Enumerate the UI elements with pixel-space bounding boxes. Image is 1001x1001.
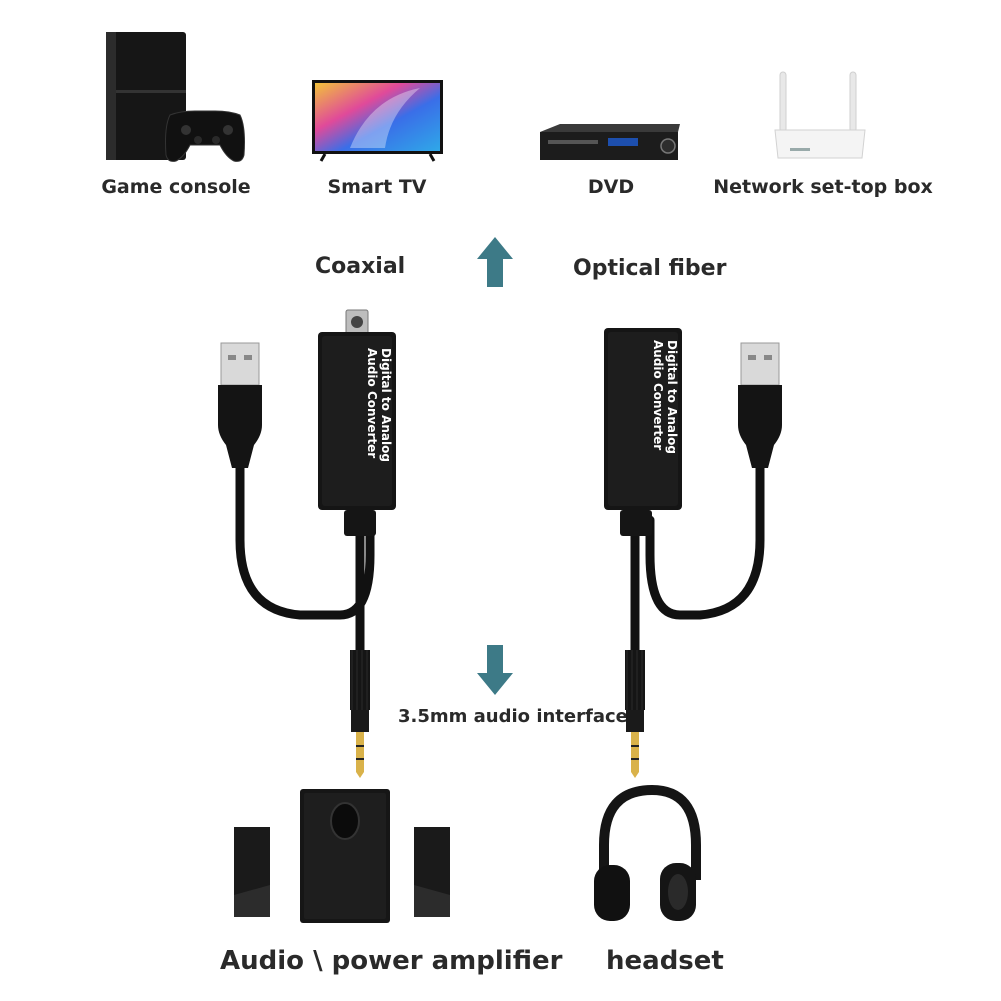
headphones-icon [594,784,701,921]
optical-converter-line2: Audio Converter [651,340,665,450]
device-label-network-set-top-box: Network set-top box [713,176,933,198]
coaxial-converter-line2: Audio Converter [365,348,379,458]
device-label-game-console: Game console [101,176,251,198]
optical-converter-cables [620,460,765,655]
coaxial-label: Coaxial [315,254,406,279]
coaxial-converter-text: Digital to Analog Audio Converter [365,348,393,462]
audio-jack-right-icon [625,650,645,778]
optical-converter-box [604,328,682,510]
optical-fiber-label: Optical fiber [573,256,727,281]
router-icon [774,71,866,159]
dvd-player-icon [540,124,680,160]
device-label-dvd: DVD [587,176,635,198]
game-console-icon [106,32,245,162]
smart-tv-icon [312,80,443,162]
arrow-down-icon [477,645,513,695]
coaxial-converter-box [318,309,396,510]
audio-interface-label: 3.5mm audio interface [398,706,628,727]
optical-converter-text: Digital to Analog Audio Converter [651,340,679,454]
output-label-headset: headset [606,946,724,976]
optical-converter-line1: Digital to Analog [665,340,679,454]
audio-jack-left-icon [350,650,370,778]
usb-plug-left-icon [218,342,262,468]
speaker-system-icon [234,789,450,923]
coaxial-converter-cables [235,460,376,655]
arrow-up-icon [477,237,513,287]
device-label-smart-tv: Smart TV [327,176,427,198]
usb-plug-right-icon [738,342,782,468]
output-label-audio-power-amplifier: Audio \ power amplifier [220,946,563,976]
coaxial-converter-line1: Digital to Analog [379,348,393,462]
